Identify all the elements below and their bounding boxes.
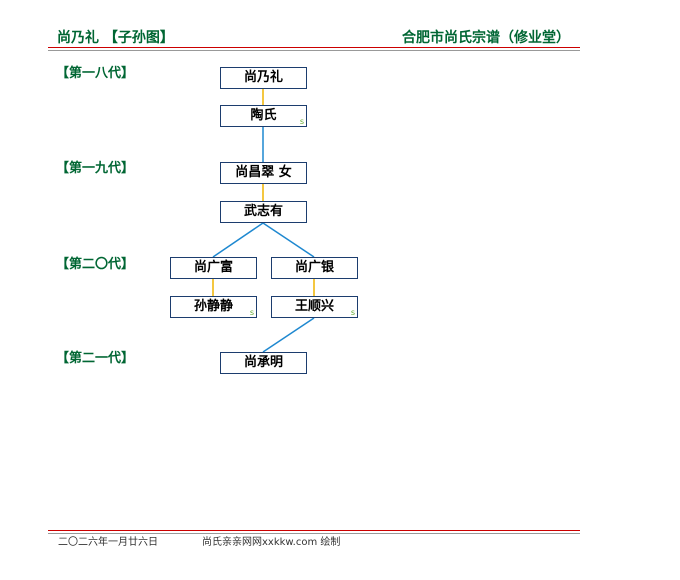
person-name: 武志有	[243, 204, 283, 219]
person-node-tao-shi[interactable]: 陶氏 s	[220, 105, 307, 127]
person-name: 陶氏	[250, 108, 277, 123]
footer-rule-bottom	[48, 533, 580, 534]
descent-link-shang-guangfu	[212, 222, 264, 258]
person-name: 尚昌翠 女	[235, 165, 292, 180]
chart-title: 尚乃礼 【子孙图】	[57, 30, 174, 46]
person-node-shang-naili[interactable]: 尚乃礼	[220, 67, 307, 89]
spouse-marker: s	[299, 117, 304, 126]
footer-credit: 尚氏亲亲网网xxkkw.com 绘制	[202, 537, 341, 548]
header-rule-top	[48, 47, 580, 48]
person-node-sun-jingjing[interactable]: 孙静静 s	[170, 296, 257, 318]
person-name: 尚广银	[294, 260, 334, 275]
footer-rule-top	[48, 530, 580, 531]
person-node-shang-guangfu[interactable]: 尚广富	[170, 257, 257, 279]
generation-label-18: 【第一八代】	[56, 66, 135, 81]
generation-label-21: 【第二一代】	[56, 351, 135, 366]
person-node-wang-shunxing[interactable]: 王顺兴 s	[271, 296, 358, 318]
person-name: 尚承明	[243, 355, 283, 370]
generation-label-20: 【第二〇代】	[56, 257, 135, 272]
descent-link-shang-chengming	[262, 317, 315, 353]
person-name: 尚乃礼	[243, 70, 283, 85]
person-name: 王顺兴	[294, 299, 334, 314]
spouse-marker: s	[350, 308, 355, 317]
descent-link-shang-guangyin	[262, 222, 315, 258]
spouse-marker: s	[249, 308, 254, 317]
genealogy-title: 合肥市尚氏宗谱（修业堂）	[402, 30, 570, 46]
person-node-shang-guangyin[interactable]: 尚广银	[271, 257, 358, 279]
person-node-shang-changcui[interactable]: 尚昌翠 女	[220, 162, 307, 184]
person-node-shang-chengming[interactable]: 尚承明	[220, 352, 307, 374]
person-node-wu-zhiyou[interactable]: 武志有	[220, 201, 307, 223]
header-rule-bottom	[48, 50, 580, 51]
generation-label-19: 【第一九代】	[56, 161, 135, 176]
person-name: 尚广富	[193, 260, 233, 275]
footer-date: 二〇二六年一月廿六日	[58, 537, 158, 548]
person-name: 孙静静	[193, 299, 233, 314]
